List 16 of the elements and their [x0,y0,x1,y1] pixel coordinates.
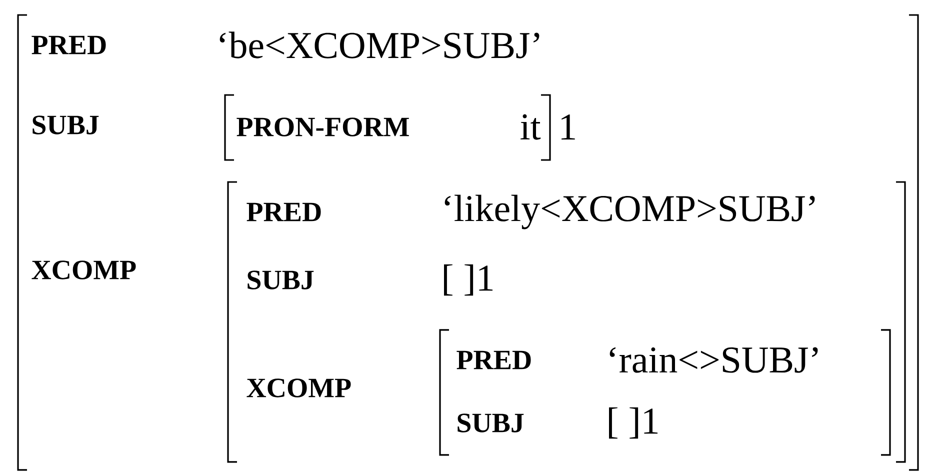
feature-value: 1 [562,114,575,140]
attribute-label: PRED [246,202,321,222]
feature-value: [ ]1 [609,407,658,439]
attribute-label: SUBJ [458,414,524,432]
attribute-label: PRED [456,350,531,370]
attribute-label: XCOMP [246,378,351,398]
feature-value: ‘rain<>SUBJ’ [610,347,818,373]
feature-value: [ ]1 [444,264,493,296]
feature-value: ‘be<XCOMP>SUBJ’ [220,32,540,58]
attribute-label: SUBJ [32,116,99,134]
attribute-label: XCOMP [32,260,136,280]
feature-value: it [520,114,541,140]
attribute-label: PRED [32,36,106,54]
attribute-label: SUBJ [248,270,314,290]
attribute-label: PRON-FORM [236,118,409,136]
feature-value: ‘likely<XCOMP>SUBJ’ [444,194,815,230]
